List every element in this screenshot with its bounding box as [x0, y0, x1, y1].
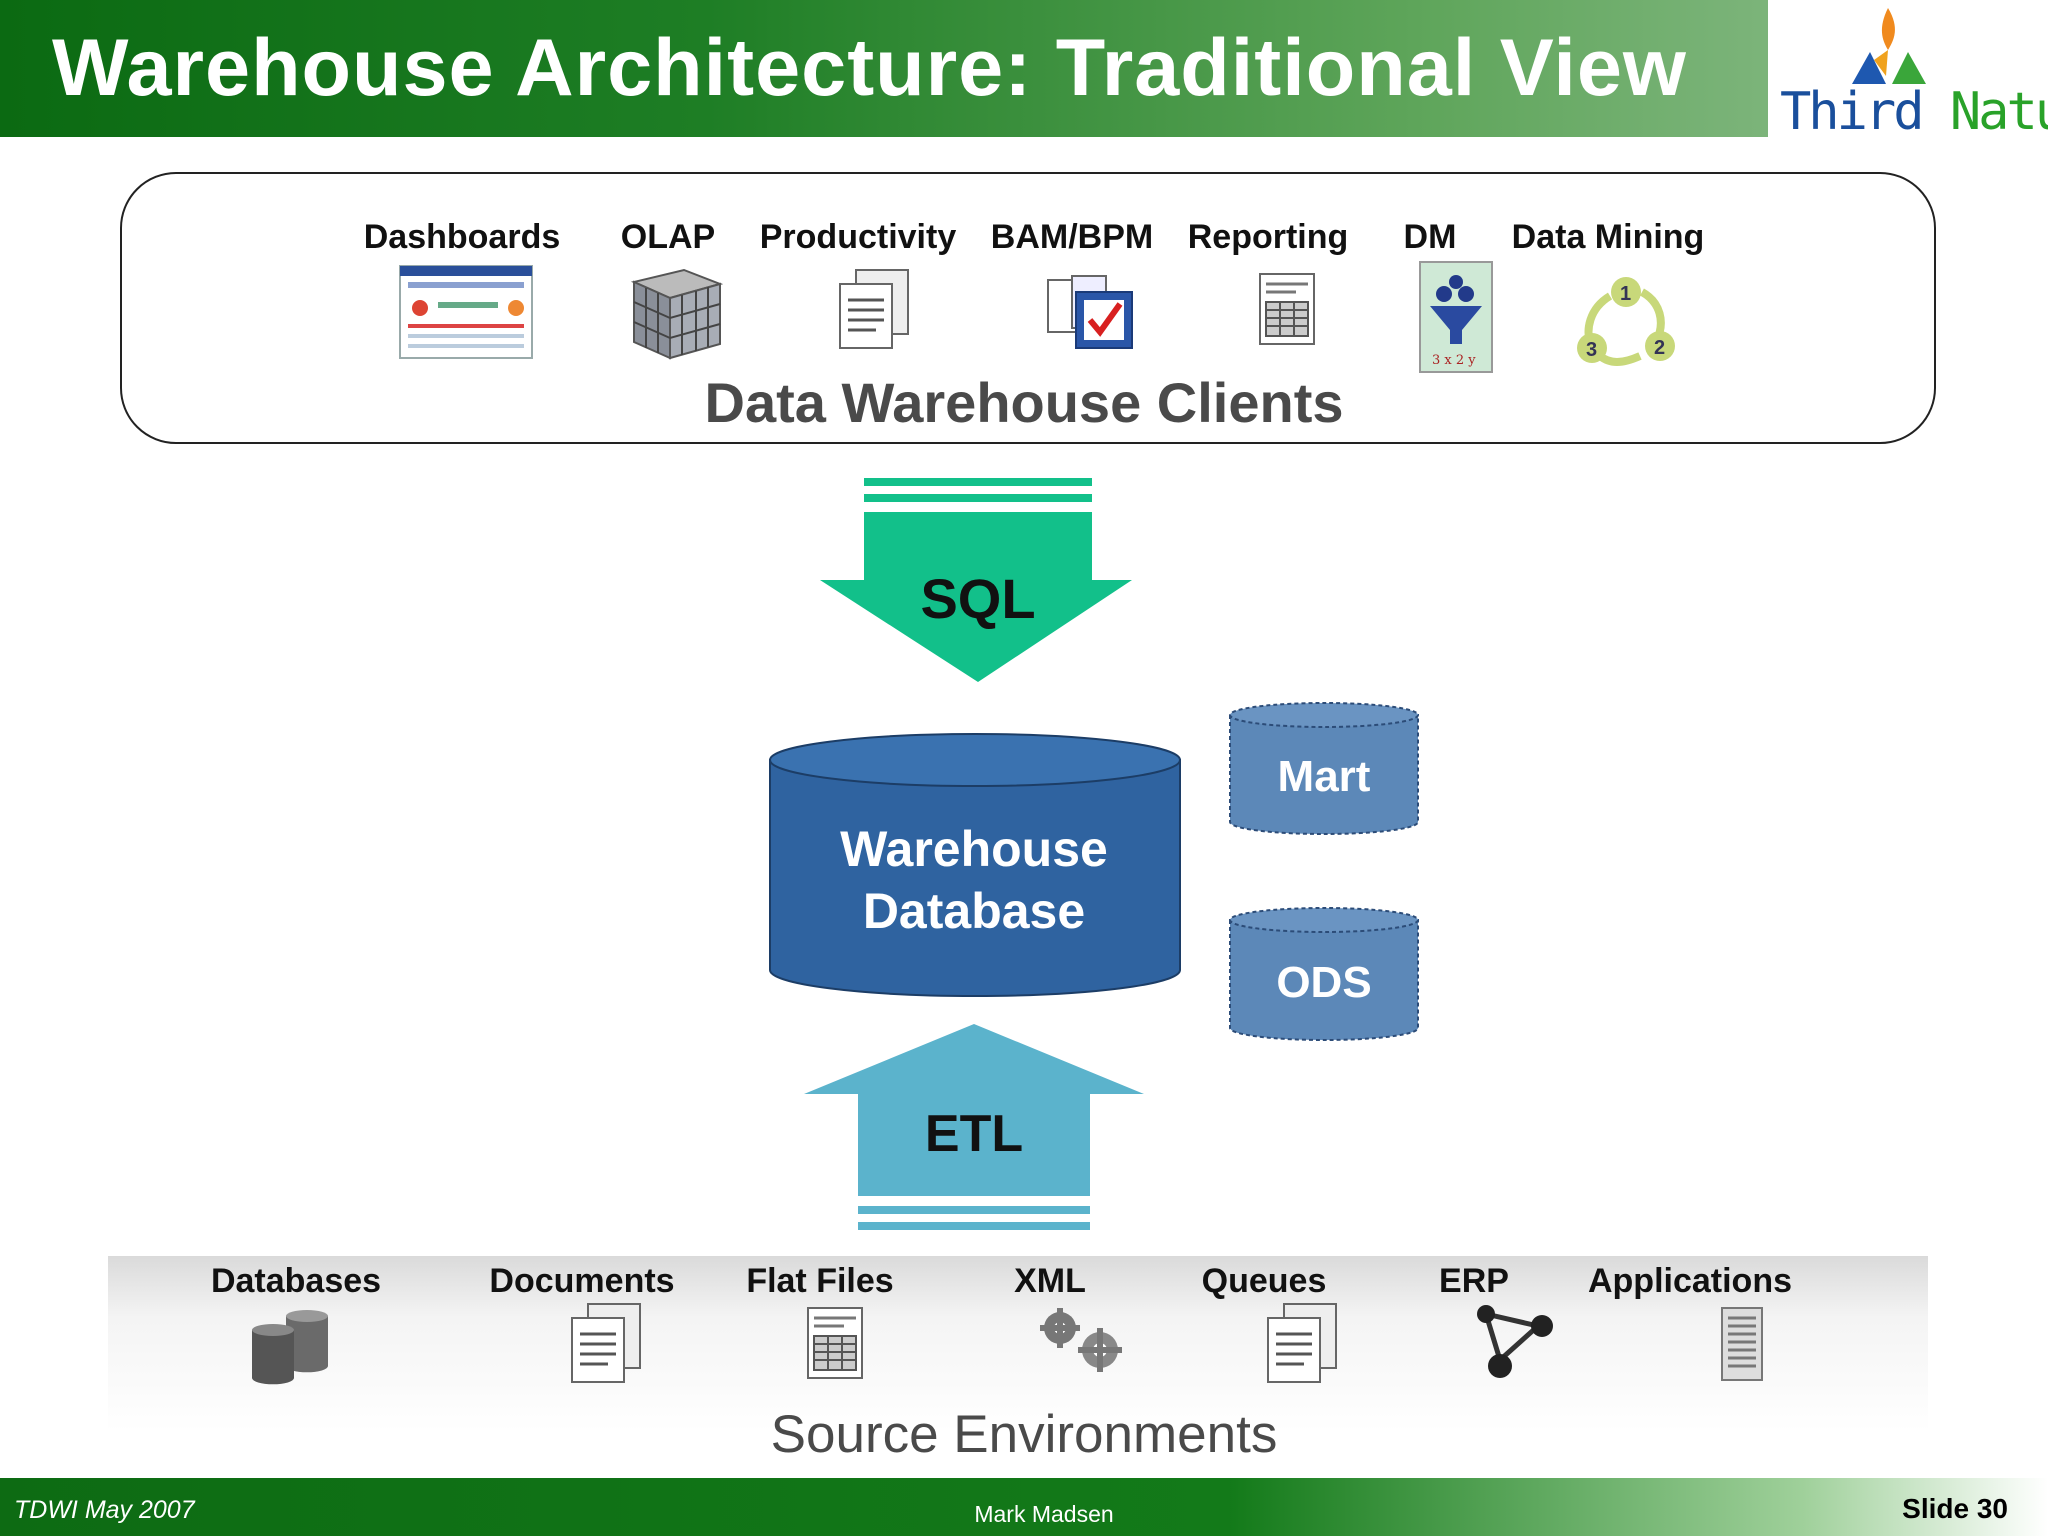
sources-title: Source Environments [770, 1405, 1278, 1464]
databases-icon [252, 1310, 328, 1385]
ods-label: ODS [1276, 958, 1372, 1007]
bam-bpm-checklist-icon [1047, 275, 1133, 349]
mart-label: Mart [1277, 752, 1371, 801]
dashboard-icon [399, 265, 533, 359]
data-mining-funnel-icon: 3 x 2 y [1419, 261, 1493, 373]
productivity-documents-icon [839, 269, 909, 349]
footer-author: Mark Madsen [974, 1501, 1114, 1527]
queues-documents-icon [1267, 1303, 1337, 1383]
mart-cylinder [1229, 702, 1419, 835]
warehouse-label-line2: Database [862, 883, 1086, 939]
logo-flame-icon [1852, 8, 1926, 84]
client-label-olap: OLAP [620, 218, 716, 256]
footer-bar [0, 1478, 2048, 1536]
slide-number: Slide 30 [1902, 1493, 2008, 1524]
client-label-productivity: Productivity [759, 218, 957, 256]
cycle-1-2-3-icon: 1 3 2 [1577, 277, 1675, 366]
sql-arrow [820, 478, 1132, 682]
source-label-applications: Applications [1587, 1262, 1793, 1300]
client-label-dm: DM [1403, 218, 1457, 256]
source-label-queues: Queues [1201, 1262, 1327, 1300]
flat-files-icon [807, 1307, 863, 1379]
client-label-bam-bpm: BAM/BPM [990, 218, 1154, 256]
client-label-data-mining: Data Mining [1511, 218, 1705, 256]
svg-text:3: 3 [1586, 339, 1597, 361]
clients-panel [120, 172, 1936, 444]
report-icon [1259, 273, 1315, 345]
etl-label: ETL [924, 1105, 1024, 1163]
documents-icon [571, 1303, 641, 1383]
sources-panel [108, 1256, 1928, 1432]
warehouse-label: Warehouse Database [774, 818, 1174, 942]
warehouse-label-line1: Warehouse [840, 821, 1108, 877]
source-label-databases: Databases [210, 1262, 382, 1300]
slide-title: Warehouse Architecture: Traditional View [52, 23, 1687, 113]
olap-cube-icon [630, 268, 724, 360]
title-bar: Warehouse Architecture: Traditional View [0, 0, 1768, 137]
applications-server-icon [1721, 1307, 1763, 1381]
source-label-erp: ERP [1439, 1262, 1509, 1300]
clients-title: Data Warehouse Clients [704, 371, 1344, 434]
etl-arrow [804, 1024, 1144, 1230]
footer-event: TDWI May 2007 [14, 1496, 195, 1524]
source-label-documents: Documents [489, 1262, 675, 1300]
warehouse-database-cylinder [769, 733, 1181, 997]
source-label-xml: XML [1014, 1262, 1086, 1300]
svg-text:1: 1 [1620, 283, 1631, 305]
ods-cylinder [1229, 907, 1419, 1041]
client-label-reporting: Reporting [1187, 218, 1349, 256]
logo-text: Third Nature [1780, 82, 2048, 142]
svg-text:2: 2 [1654, 337, 1665, 359]
erp-network-icon [1477, 1305, 1553, 1378]
xml-gears-icon [1040, 1308, 1122, 1372]
third-nature-logo: Third Nature [1770, 0, 2048, 142]
svg-text:3 x 2 y: 3 x 2 y [1432, 353, 1476, 368]
client-label-dashboards: Dashboards [363, 218, 561, 256]
sql-label: SQL [920, 567, 1036, 630]
source-label-flat-files: Flat Files [746, 1262, 894, 1300]
